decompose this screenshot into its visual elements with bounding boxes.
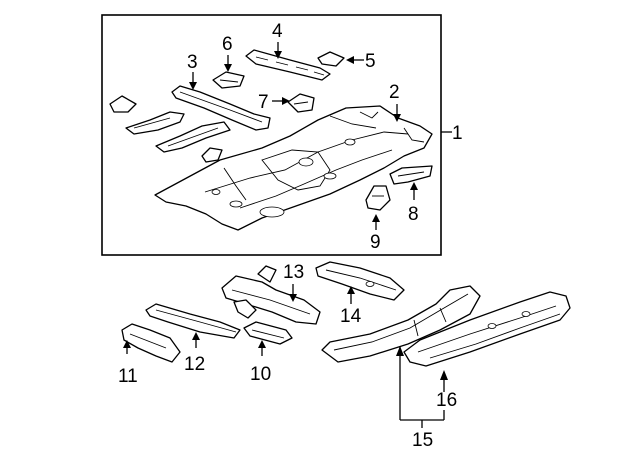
svg-text:3: 3 bbox=[187, 52, 198, 73]
svg-text:15: 15 bbox=[412, 430, 433, 451]
part-14-crossmember[interactable] bbox=[315, 261, 405, 301]
callout-9: 9 bbox=[370, 214, 381, 253]
part-floor-rail-center[interactable] bbox=[155, 121, 231, 153]
callout-8: 8 bbox=[408, 182, 419, 225]
callout-10: 10 bbox=[250, 340, 271, 385]
callout-16: 16 bbox=[436, 370, 457, 411]
part-floor-bracket-small[interactable] bbox=[109, 95, 137, 113]
part-15-side-rail[interactable] bbox=[321, 285, 481, 363]
svg-text:11: 11 bbox=[118, 366, 138, 387]
svg-text:6: 6 bbox=[222, 34, 233, 55]
part-8-plate[interactable] bbox=[389, 165, 433, 185]
callout-15: 15 bbox=[396, 346, 445, 451]
callout-3: 3 bbox=[187, 52, 198, 90]
part-4-reinforcement[interactable] bbox=[245, 49, 331, 81]
part-7-bracket[interactable] bbox=[287, 93, 315, 113]
svg-text:10: 10 bbox=[250, 364, 271, 385]
part-11-bracket[interactable] bbox=[121, 323, 181, 363]
part-floor-rail-left[interactable] bbox=[125, 111, 185, 135]
part-6-bracket[interactable] bbox=[212, 71, 245, 89]
part-floor-patch[interactable] bbox=[201, 147, 223, 163]
part-10-bar[interactable] bbox=[243, 321, 293, 345]
part-13-rail-extension[interactable] bbox=[221, 265, 321, 325]
callout-14: 14 bbox=[340, 286, 362, 327]
callout-4: 4 bbox=[272, 21, 283, 59]
svg-text:5: 5 bbox=[365, 51, 376, 72]
callout-12: 12 bbox=[184, 332, 205, 375]
svg-text:13: 13 bbox=[283, 262, 304, 283]
part-12-floor-rail[interactable] bbox=[145, 303, 241, 339]
callout-1: 1 bbox=[441, 123, 463, 144]
callout-13: 13 bbox=[283, 262, 304, 302]
callout-11: 11 bbox=[118, 340, 138, 387]
svg-text:8: 8 bbox=[408, 204, 419, 225]
part-1-floor-pan[interactable] bbox=[154, 105, 433, 231]
svg-text:16: 16 bbox=[436, 390, 457, 411]
assembly-frame bbox=[101, 14, 442, 256]
callout-2: 2 bbox=[389, 82, 401, 122]
svg-text:2: 2 bbox=[389, 82, 400, 103]
svg-text:7: 7 bbox=[258, 92, 269, 113]
callout-5: 5 bbox=[346, 51, 376, 72]
svg-text:9: 9 bbox=[370, 232, 381, 253]
part-16-rocker[interactable] bbox=[403, 291, 571, 367]
svg-text:12: 12 bbox=[184, 354, 205, 375]
part-9-bracket[interactable] bbox=[365, 185, 391, 211]
part-3-crossmember[interactable] bbox=[171, 85, 271, 131]
callout-7: 7 bbox=[258, 92, 290, 113]
callout-6: 6 bbox=[222, 34, 233, 72]
svg-text:4: 4 bbox=[272, 21, 283, 42]
part-5-plate[interactable] bbox=[317, 51, 345, 67]
svg-text:14: 14 bbox=[340, 306, 362, 327]
svg-text:1: 1 bbox=[452, 123, 463, 144]
